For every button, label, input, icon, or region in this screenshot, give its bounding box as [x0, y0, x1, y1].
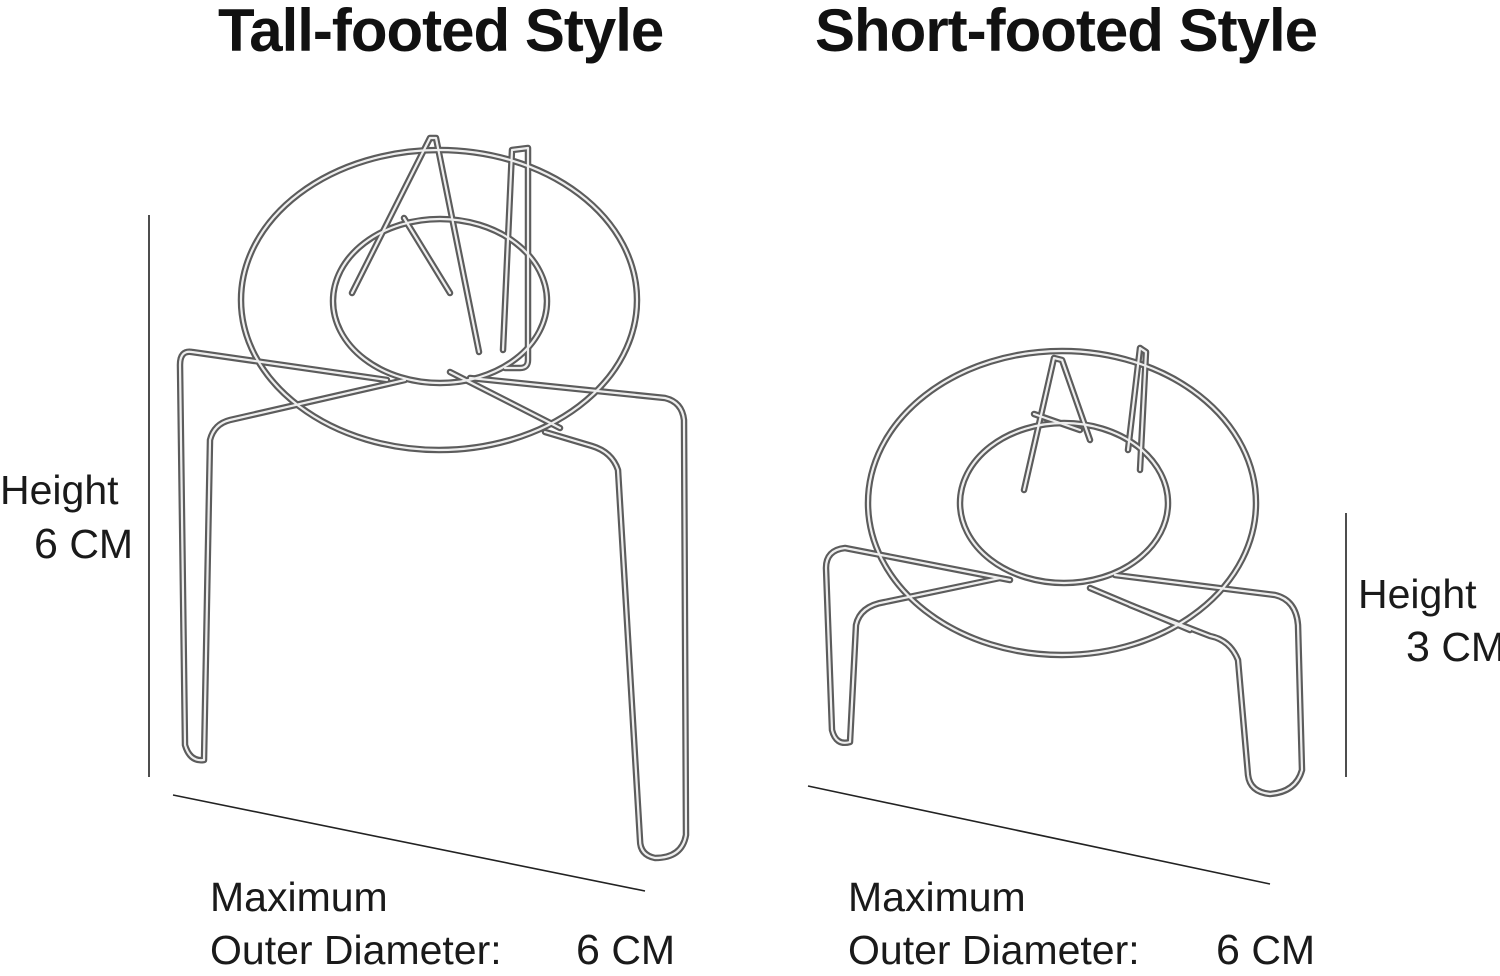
- short-diameter-dimension-line: [807, 785, 1271, 885]
- short-height-label: Height: [1358, 571, 1477, 617]
- wire-segment-highlight: [178, 350, 407, 762]
- wire-segment: [176, 348, 409, 764]
- wire-segment-highlight: [958, 421, 1170, 585]
- short-footed-rack-image: [822, 344, 1306, 798]
- wire-segment-highlight: [1113, 573, 1304, 796]
- short-height-number: 3: [1406, 623, 1430, 671]
- wire-highlight-layer: [824, 346, 1304, 796]
- short-outer-diameter-label: Outer Diameter:: [848, 927, 1140, 973]
- wire-segment-highlight: [239, 148, 639, 452]
- short-outer-diameter-number: 6: [1216, 926, 1240, 974]
- wire-segment-highlight: [331, 217, 549, 385]
- wire-segment-highlight: [468, 376, 688, 860]
- tall-height-label: Height: [0, 467, 119, 513]
- short-height-unit: CM: [1441, 624, 1500, 670]
- wire-segment: [466, 374, 690, 862]
- tall-height-unit: CM: [69, 521, 134, 567]
- short-outer-diameter-value: 6 CM: [1216, 926, 1315, 974]
- wire-segment-highlight: [1022, 356, 1092, 492]
- wire-segment-highlight: [824, 546, 1012, 744]
- tall-diameter-dimension-line: [172, 794, 646, 892]
- wire-segment-highlight: [501, 146, 530, 370]
- wire-shadow-layer: [176, 134, 690, 862]
- wire-highlight-layer: [178, 136, 688, 860]
- tall-height-value: 6 CM: [34, 520, 133, 568]
- title-tall-footed-style: Tall-footed Style: [218, 0, 664, 64]
- tall-outer-diameter-label: Outer Diameter:: [210, 927, 502, 973]
- title-short-footed-style: Short-footed Style: [815, 0, 1318, 64]
- tall-height-number: 6: [34, 520, 58, 568]
- wire-segment-highlight: [448, 370, 562, 430]
- wire-segment-highlight: [866, 349, 1258, 657]
- wire-segment: [822, 544, 1014, 746]
- short-height-value: 3 CM: [1406, 623, 1500, 671]
- tall-outer-diameter-unit: CM: [611, 927, 676, 973]
- tall-outer-diameter-number: 6: [576, 926, 600, 974]
- tall-maximum-label: Maximum: [210, 874, 388, 920]
- wire-shadow-layer: [822, 344, 1306, 798]
- wire-segment: [348, 134, 483, 356]
- short-outer-diameter-unit: CM: [1251, 927, 1316, 973]
- wire-segment-highlight: [1088, 586, 1192, 632]
- short-maximum-label: Maximum: [848, 874, 1026, 920]
- wire-segment-highlight: [1126, 346, 1148, 472]
- wire-segment-highlight: [402, 216, 452, 295]
- wire-segment-highlight: [1032, 412, 1082, 432]
- tall-outer-diameter-value: 6 CM: [576, 926, 675, 974]
- tall-footed-rack-image: [176, 134, 690, 862]
- wire-segment-highlight: [350, 136, 481, 354]
- wire-segment: [864, 347, 1260, 659]
